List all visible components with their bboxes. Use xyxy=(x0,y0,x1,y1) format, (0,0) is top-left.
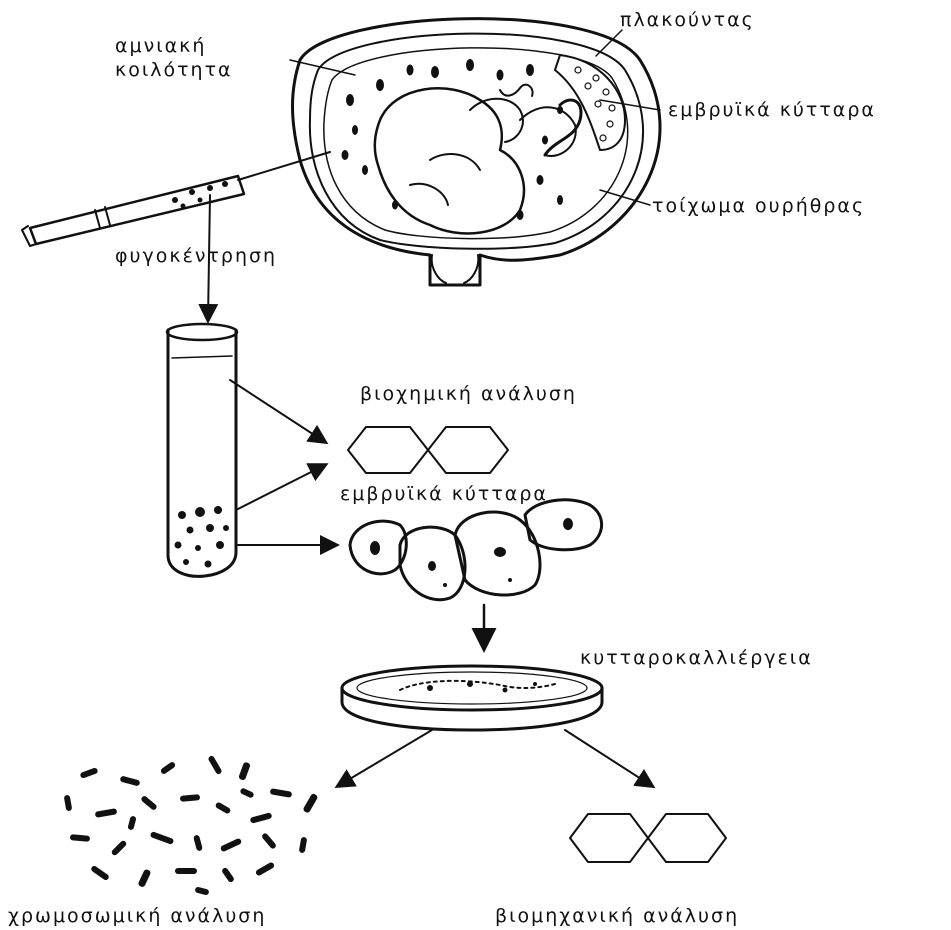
umbilical-cord xyxy=(500,85,581,155)
hexagon-molecule-top xyxy=(348,427,508,473)
cell-pellet xyxy=(175,506,230,568)
label-amniotic-cavity-line2: κοιλότητα xyxy=(115,59,233,81)
fetal-cell-cluster xyxy=(350,500,602,600)
arrows-culture-to-analyses xyxy=(338,730,652,786)
fetus-shape xyxy=(375,88,576,233)
test-tube xyxy=(167,324,237,576)
arrows-tube-to-analysis xyxy=(230,380,336,545)
label-biochemical-analysis-bottom: βιομηχανική ανάλυση xyxy=(495,905,739,927)
uterus-illustration xyxy=(293,19,661,285)
label-uterine-wall: τοίχωμα ουρήθρας xyxy=(652,195,865,217)
label-fetal-cells-top: εμβρυϊκά κύτταρα xyxy=(668,99,876,121)
label-amniotic-cavity-line1: αμνιακή xyxy=(115,35,206,57)
petri-dish xyxy=(342,666,602,730)
chromosome-spread xyxy=(64,755,319,896)
label-leaders xyxy=(290,30,660,205)
label-centrifugation: φυγοκέντρηση xyxy=(115,245,277,267)
label-fetal-cells-mid: εμβρυϊκά κύτταρα xyxy=(340,483,548,505)
hexagon-molecule-bottom xyxy=(570,814,726,862)
label-chromosomal-analysis: χρωμοσωμική ανάλυση xyxy=(8,905,266,927)
label-cell-culture: κυτταροκαλλιέργεια xyxy=(580,647,813,669)
label-biochemical-analysis: βιοχημική ανάλυση xyxy=(360,383,577,405)
label-placenta: πλακούντας xyxy=(620,9,755,31)
syringe xyxy=(22,152,330,246)
